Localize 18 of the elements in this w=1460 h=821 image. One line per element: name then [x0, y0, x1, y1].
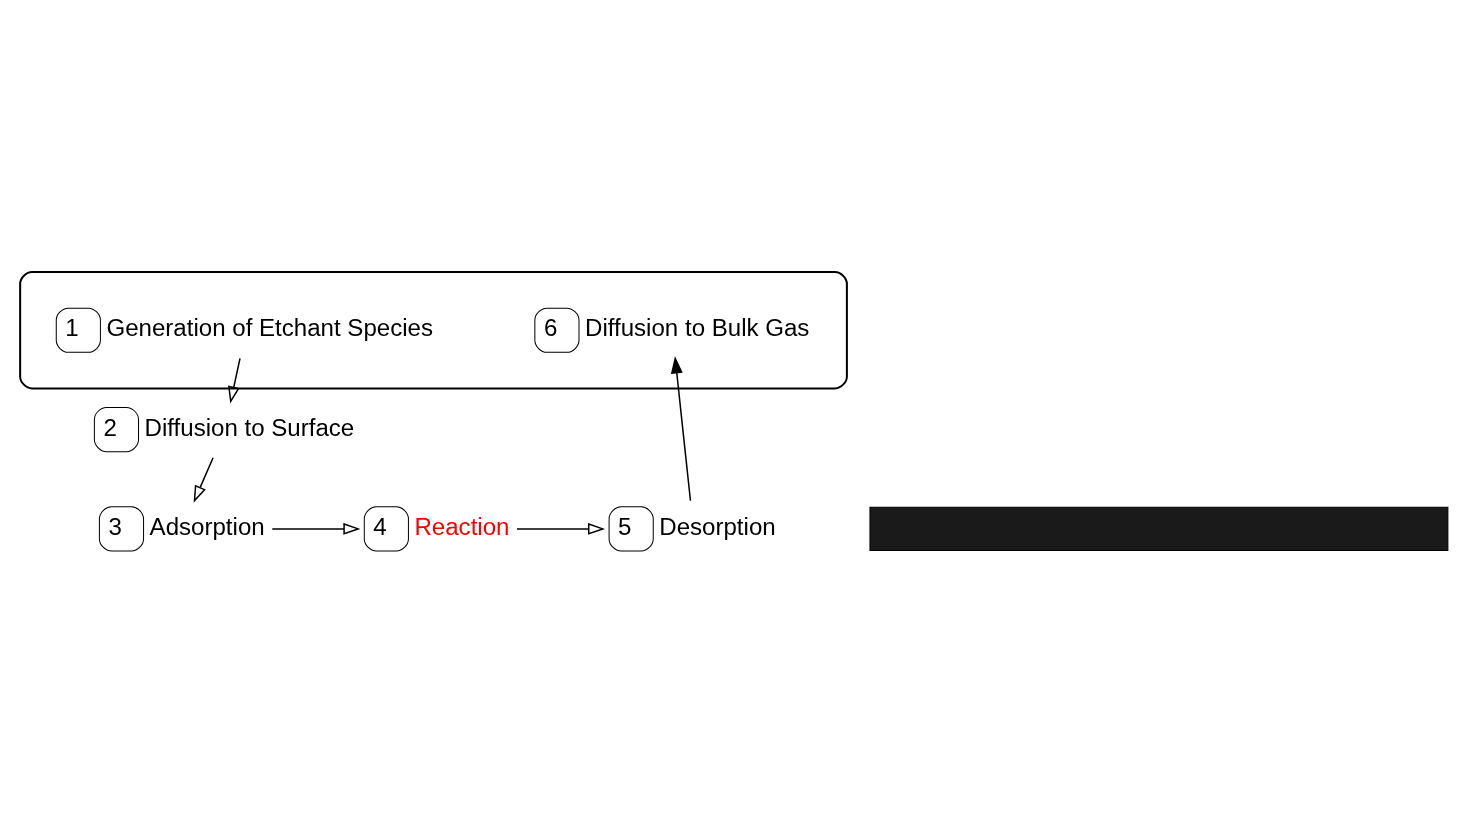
node-label: Diffusion to Bulk Gas: [585, 314, 810, 342]
node-label: Adsorption: [149, 513, 265, 541]
node-bar: [869, 506, 1449, 551]
node-box: 2: [93, 407, 140, 453]
node-box: 6: [534, 307, 580, 353]
node-box: 3: [98, 506, 145, 552]
arrow: [193, 456, 214, 503]
node-label: Reaction: [414, 513, 510, 541]
node-box: 1: [55, 307, 101, 353]
node-label: Diffusion to Surface: [144, 413, 355, 441]
node-box: 4: [363, 506, 409, 552]
arrow: [670, 356, 692, 502]
arrow: [228, 357, 241, 404]
arrow: [271, 522, 361, 535]
node-label: Generation of Etchant Species: [106, 314, 434, 342]
node-label: Desorption: [659, 513, 776, 541]
node-box: 5: [608, 506, 654, 552]
arrow: [516, 522, 606, 535]
